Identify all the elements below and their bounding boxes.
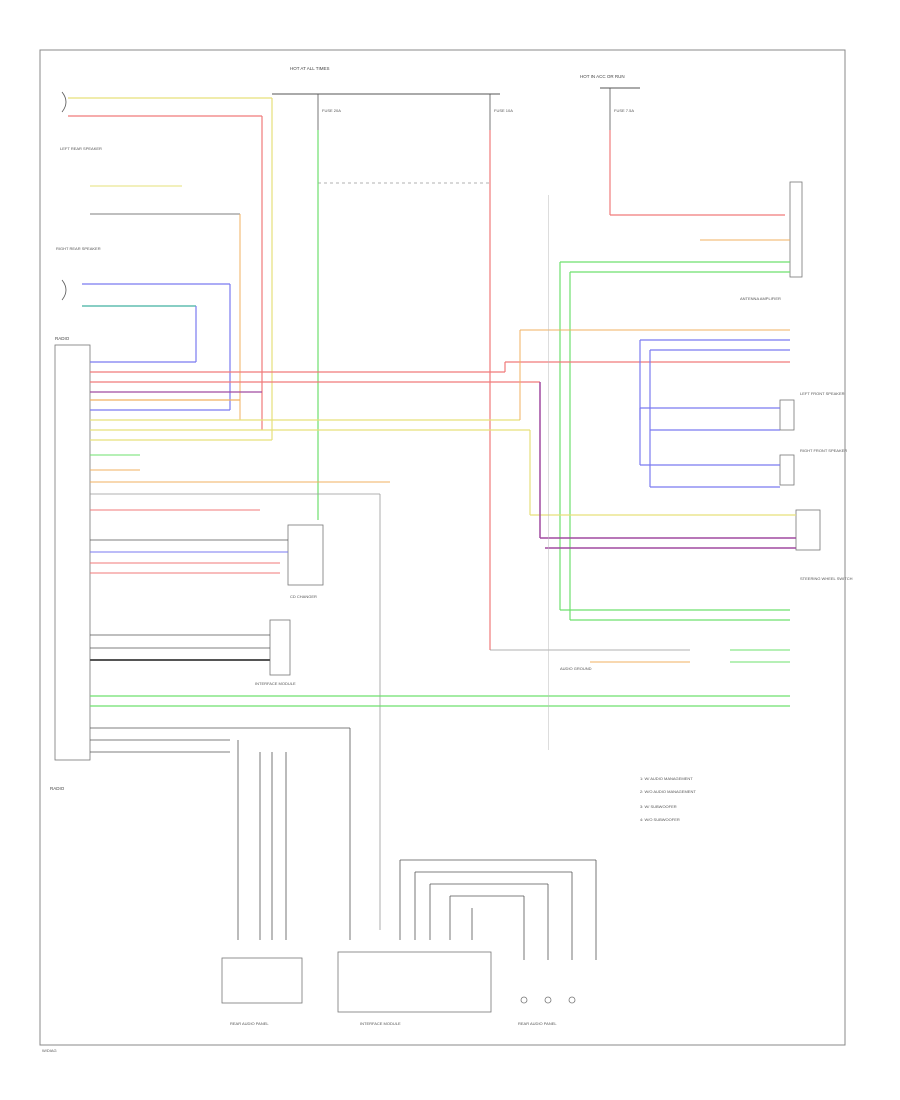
audio-ground-label: AUDIO GROUND (560, 666, 592, 671)
bottom-interface-label: INTERFACE MODULE (360, 1021, 401, 1026)
antenna-amplifier: ANTENNA AMPLIFIER (740, 181, 803, 301)
left-rear-speaker: LEFT REAR SPEAKER (60, 91, 272, 151)
right-rear-speaker: RIGHT REAR SPEAKER (56, 246, 230, 307)
steering-switch-label: STEERING WHEEL SWITCH (800, 576, 853, 581)
footer-label: W/DIAG (42, 1048, 57, 1053)
right-rear-speaker-label: RIGHT REAR SPEAKER (56, 246, 101, 251)
radio-label-bottom: RADIO (50, 786, 65, 791)
radio-label-top: RADIO (55, 336, 70, 341)
cd-changer: CD CHANGER (287, 524, 324, 599)
fuse-2: FUSE 10A (489, 94, 513, 130)
legend: 1: W/ AUDIO MANAGEMENT 2: W/O AUDIO MANA… (640, 776, 696, 822)
interface-module-label: INTERFACE MODULE (255, 681, 296, 686)
right-front-speaker-label: RIGHT FRONT SPEAKER (800, 448, 847, 453)
radio-unit: RADIO RADIO (50, 336, 91, 791)
fuse-1-label: FUSE 20A (322, 108, 341, 113)
rear-speaker-panel-label: REAR AUDIO PANEL (518, 1021, 557, 1026)
rear-speaker-panel: REAR AUDIO PANEL (518, 996, 576, 1026)
module-divider (548, 195, 549, 750)
fuse-1: FUSE 20A (317, 94, 341, 130)
legend-item-4: 4: W/O SUBWOOFER (640, 817, 680, 822)
diagram-frame (39, 49, 846, 1046)
legend-item-2: 2: W/O AUDIO MANAGEMENT (640, 789, 696, 794)
cd-changer-label: CD CHANGER (290, 594, 317, 599)
legend-item-3: 3: W/ SUBWOOFER (640, 804, 677, 809)
bottom-interface-module: INTERFACE MODULE (337, 728, 597, 1026)
legend-item-1: 1: W/ AUDIO MANAGEMENT (640, 776, 693, 781)
power-label-left: HOT AT ALL TIMES (290, 66, 330, 71)
steering-wheel-switch: STEERING WHEEL SWITCH (795, 509, 853, 581)
power-label-right: HOT IN ACC OR RUN (580, 74, 625, 79)
right-front-speaker: RIGHT FRONT SPEAKER (779, 448, 847, 486)
left-rear-speaker-label: LEFT REAR SPEAKER (60, 146, 102, 151)
left-front-speaker-label: LEFT FRONT SPEAKER (800, 391, 845, 396)
interface-module: INTERFACE MODULE (255, 619, 296, 686)
rear-audio-panel-label: REAR AUDIO PANEL (230, 1021, 269, 1026)
antenna-amp-label: ANTENNA AMPLIFIER (740, 296, 781, 301)
left-front-speaker: LEFT FRONT SPEAKER (779, 391, 845, 431)
fuse-3-label: FUSE 7.5A (614, 108, 634, 113)
fuse-2-label: FUSE 10A (494, 108, 513, 113)
rear-audio-panel: REAR AUDIO PANEL (221, 740, 303, 1026)
fuse-3: FUSE 7.5A (609, 88, 634, 130)
